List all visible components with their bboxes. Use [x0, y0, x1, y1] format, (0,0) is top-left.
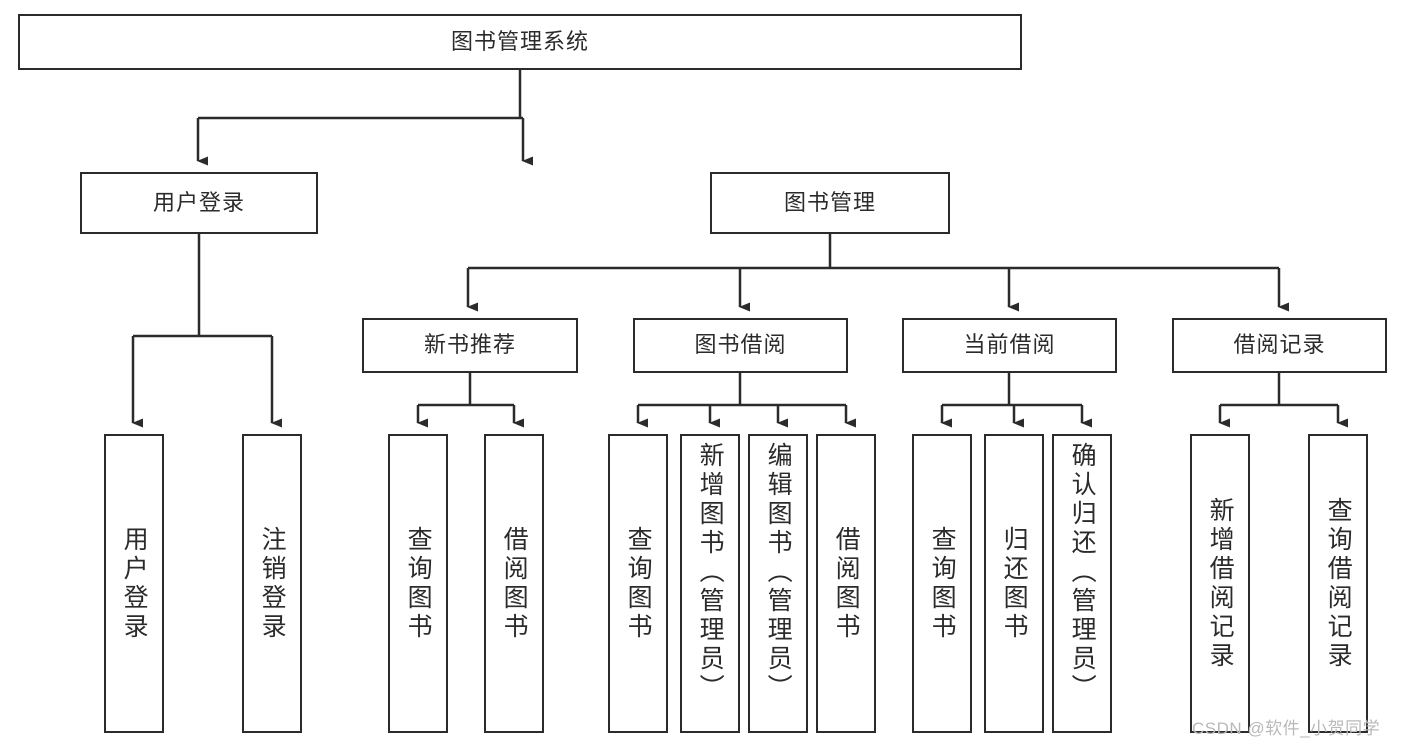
node-leaf-bb-query[interactable]: 查询图书: [608, 434, 668, 733]
node-l1-book-manage[interactable]: 图书管理: [710, 172, 950, 234]
node-leaf-rec-query[interactable]: 查询借阅记录: [1308, 434, 1368, 733]
node-label: 图书借阅: [694, 332, 787, 358]
node-label: 查询借阅记录: [1324, 496, 1353, 671]
node-l2-new-book[interactable]: 新书推荐: [362, 318, 578, 373]
node-label: 注销登录: [258, 525, 287, 642]
node-label: 借阅图书: [500, 525, 529, 642]
node-label: 新书推荐: [423, 332, 516, 358]
node-label: 借阅记录: [1233, 332, 1326, 358]
node-label: 确认归还（管理员）: [1068, 442, 1097, 703]
node-leaf-bb-borrow[interactable]: 借阅图书: [816, 434, 876, 733]
node-root[interactable]: 图书管理系统: [18, 14, 1022, 70]
node-leaf-bb-add[interactable]: 新增图书（管理员）: [680, 434, 740, 733]
node-label: 新增借阅记录: [1206, 496, 1235, 671]
node-label: 新增图书（管理员）: [696, 442, 725, 703]
node-l2-current[interactable]: 当前借阅: [902, 318, 1117, 373]
node-leaf-nb-borrow[interactable]: 借阅图书: [484, 434, 544, 733]
node-label: 查询图书: [928, 525, 957, 642]
node-l2-record[interactable]: 借阅记录: [1172, 318, 1387, 373]
node-label: 借阅图书: [832, 525, 861, 642]
node-leaf-bb-edit[interactable]: 编辑图书（管理员）: [748, 434, 808, 733]
node-label: 当前借阅: [963, 332, 1056, 358]
node-label: 编辑图书（管理员）: [764, 442, 793, 703]
node-leaf-cb-return[interactable]: 归还图书: [984, 434, 1044, 733]
node-label: 用户登录: [152, 189, 245, 215]
node-label: 归还图书: [1000, 525, 1029, 642]
node-label: 查询图书: [624, 525, 653, 642]
node-leaf-cb-confirm[interactable]: 确认归还（管理员）: [1052, 434, 1112, 733]
watermark-label: CSDN @软件_小贺同学: [1192, 719, 1381, 738]
node-leaf-rec-add[interactable]: 新增借阅记录: [1190, 434, 1250, 733]
node-leaf-user-login[interactable]: 用户登录: [104, 434, 164, 733]
node-leaf-nb-query[interactable]: 查询图书: [388, 434, 448, 733]
node-l2-borrow[interactable]: 图书借阅: [633, 318, 848, 373]
node-label: 查询图书: [404, 525, 433, 642]
node-label: 用户登录: [120, 525, 149, 642]
node-label: 图书管理系统: [450, 28, 589, 54]
node-l1-user-login[interactable]: 用户登录: [80, 172, 318, 234]
node-leaf-cb-query[interactable]: 查询图书: [912, 434, 972, 733]
node-label: 图书管理: [783, 189, 876, 215]
node-leaf-user-logout[interactable]: 注销登录: [242, 434, 302, 733]
